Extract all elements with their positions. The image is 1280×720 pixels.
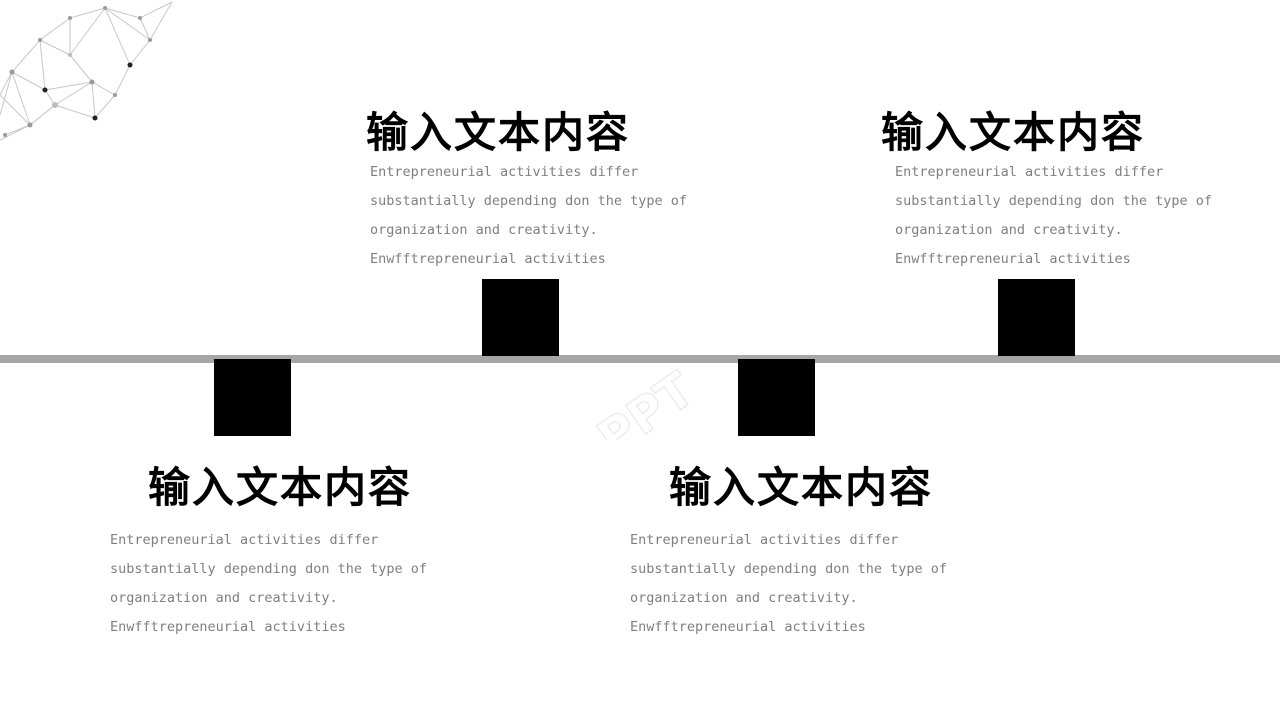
item-body-line: substantially depending don the type of [370,193,687,209]
watermark-logo: PPT [587,361,705,440]
item-body-1: Entrepreneurial activities differ substa… [370,158,710,274]
item-title-1: 输入文本内容 [366,108,631,157]
item-body-3: Entrepreneurial activities differ substa… [110,526,450,642]
item-body-line: Enwfftrepreneurial activities [630,619,866,635]
item-body-line: Entrepreneurial activities differ [110,532,379,548]
item-body-line: organization and creativity. [630,590,858,606]
polygon-mesh-decoration [0,1,173,141]
item-body-line: organization and creativity. [110,590,338,606]
item-body-2: Entrepreneurial activities differ substa… [895,158,1235,274]
item-title-2: 输入文本内容 [881,108,1146,157]
item-body-line: organization and creativity. [895,222,1123,238]
item-body-line: organization and creativity. [370,222,598,238]
item-body-line: Enwfftrepreneurial activities [110,619,346,635]
item-body-4: Entrepreneurial activities differ substa… [630,526,970,642]
item-body-line: Entrepreneurial activities differ [370,164,639,180]
item-body-line: substantially depending don the type of [630,561,947,577]
timeline-marker-1 [482,279,559,356]
item-body-line: Enwfftrepreneurial activities [370,251,606,267]
timeline-marker-3 [214,359,291,436]
item-body-line: substantially depending don the type of [110,561,427,577]
timeline-marker-2 [998,279,1075,356]
item-body-line: Enwfftrepreneurial activities [895,251,1131,267]
timeline-marker-4 [738,359,815,436]
item-body-line: Entrepreneurial activities differ [630,532,899,548]
item-body-line: substantially depending don the type of [895,193,1212,209]
timeline-bar [0,355,1280,363]
item-title-4: 输入文本内容 [669,463,934,512]
watermark-text: PPT [588,362,705,440]
item-title-3: 输入文本内容 [148,463,413,512]
item-body-line: Entrepreneurial activities differ [895,164,1164,180]
